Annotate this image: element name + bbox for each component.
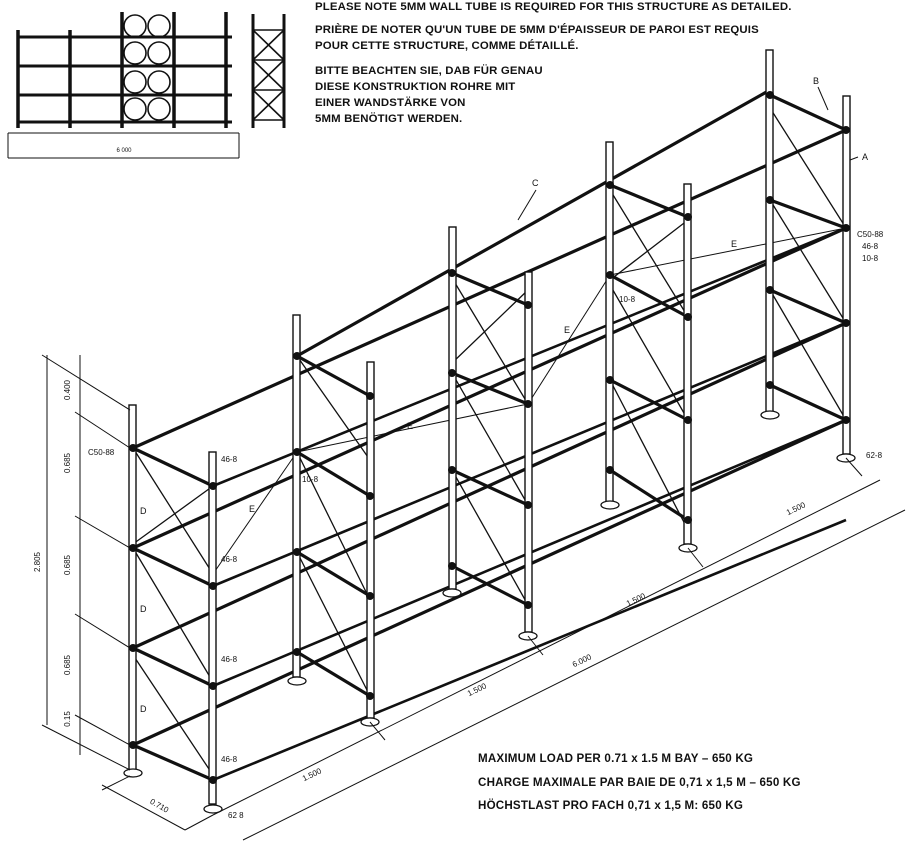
note-german-line-3: EINER WANDSTÄRKE VON <box>315 97 466 109</box>
note-french-line-2: POUR CETTE STRUCTURE, COMME DÉTAILLÉ. <box>315 40 579 52</box>
label-b: B <box>813 76 819 86</box>
dim-height-base: 0.15 <box>63 711 72 727</box>
dim-height-middle: 0.685 <box>63 554 72 575</box>
dim-bay-1: 1.500 <box>301 766 323 783</box>
dim-height-upper: 0.685 <box>63 452 72 473</box>
dim-bay-3: 1.500 <box>625 591 647 608</box>
dim-height-top: 0.400 <box>63 379 72 400</box>
code-foot-left: 62 8 <box>228 811 244 820</box>
load-german: HÖCHSTLAST PRO FACH 0,71 x 1,5 M: 650 KG <box>478 799 744 812</box>
label-e-2: E <box>564 325 570 335</box>
code-10-right: 10-8 <box>862 254 879 263</box>
code-46-base: 46-8 <box>221 755 238 764</box>
label-e-4: E <box>249 504 255 514</box>
note-german-line-1: BITTE BEACHTEN SIE, DAβ FÜR GENAU <box>315 65 543 77</box>
thumbnail-elevation <box>7 12 240 159</box>
code-46-right: 46-8 <box>862 242 879 251</box>
code-10-middle: 10-8 <box>619 295 636 304</box>
code-c50-left: C50-88 <box>88 448 115 457</box>
structure-bracing <box>132 107 847 776</box>
label-e-3: E <box>407 421 413 431</box>
note-german-line-4: 5MM BENÖTIGT WERDEN. <box>315 113 463 125</box>
code-10-front: 10-8 <box>302 475 319 484</box>
thumbnail-side <box>251 14 286 128</box>
code-foot-right: 62-8 <box>866 451 883 460</box>
code-c50-right: C50-88 <box>857 230 884 239</box>
label-d-1: D <box>140 506 147 516</box>
load-english: MAXIMUM LOAD PER 0.71 x 1.5 M BAY – 650 … <box>478 752 754 765</box>
structure-columns <box>128 49 851 805</box>
code-46-upper: 46-8 <box>221 455 238 464</box>
note-french-line-1: PRIÈRE DE NOTER QU'UN TUBE DE 5MM D'ÉPAI… <box>315 24 759 36</box>
dim-overall-length: 6.000 <box>571 652 593 669</box>
label-d-2: D <box>140 604 147 614</box>
load-french: CHARGE MAXIMALE PAR BAIE DE 0,71 x 1,5 M… <box>478 776 801 789</box>
label-d-3: D <box>140 704 147 714</box>
label-e-1: E <box>731 239 737 249</box>
note-german-line-2: DIESE KONSTRUKTION ROHRE MIT <box>315 81 516 93</box>
dim-bay-4: 1.500 <box>785 500 807 517</box>
structure-couplers <box>129 91 850 784</box>
dim-height-total: 2.805 <box>33 551 42 572</box>
label-a: A <box>862 152 868 162</box>
thumbnail-width-label: 6 000 <box>116 148 132 154</box>
code-46-lower: 46-8 <box>221 655 238 664</box>
dim-bay-2: 1.500 <box>466 681 488 698</box>
dim-height-lower: 0.685 <box>63 654 72 675</box>
structure-ledgers <box>132 88 847 782</box>
note-english: PLEASE NOTE 5MM WALL TUBE IS REQUIRED FO… <box>315 1 792 13</box>
code-46-middle: 46-8 <box>221 555 238 564</box>
label-c: C <box>532 178 539 188</box>
dimension-lines <box>41 354 906 841</box>
dim-depth: 0.710 <box>148 797 170 815</box>
